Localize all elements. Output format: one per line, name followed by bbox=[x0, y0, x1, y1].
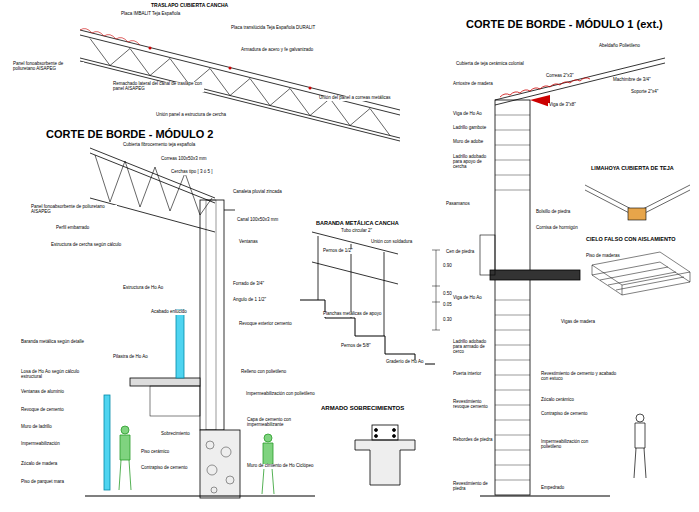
module-2-section bbox=[85, 148, 315, 498]
part-label: Canaleta pluvial zincada bbox=[232, 190, 283, 195]
part-label: Ladrillo gambote bbox=[452, 126, 487, 131]
valley-detail bbox=[585, 185, 690, 220]
part-label: Cubierta fibrocemento teja española bbox=[122, 143, 196, 148]
railing-detail bbox=[300, 232, 440, 364]
part-label: Panel fonoabsorbente de poliuretano AISA… bbox=[30, 205, 117, 215]
part-label: Revestimiento revoque cemento bbox=[452, 400, 494, 410]
part-label: Pilastra de Ho Ao bbox=[112, 355, 149, 360]
section-title: CORTE DE BORDE - MÓDULO 1 (ext.) bbox=[465, 18, 664, 30]
part-label: Panel fonoabsorbente de poliuretano AISA… bbox=[12, 62, 84, 72]
section-title: TRASLAPO CUBIERTA CANCHA bbox=[150, 3, 229, 9]
part-label: Viga de Ho Ao bbox=[452, 296, 483, 301]
part-label: Zócalo cerámico bbox=[540, 398, 575, 403]
part-label: Soporte 2"x4" bbox=[630, 90, 659, 95]
part-label: Abeldaño Polietileno bbox=[598, 44, 641, 49]
part-label: Revestimiento de piedra bbox=[452, 482, 494, 492]
part-label: Zócalo de madera bbox=[20, 462, 58, 467]
part-label: Machimbre de 3/4" bbox=[612, 78, 652, 83]
foundation-reinforcement-detail bbox=[355, 425, 415, 485]
part-label: Revoque de cemento bbox=[20, 408, 65, 413]
part-label: Impermeabilización bbox=[20, 442, 61, 447]
part-label: Pernos de 5/8" bbox=[340, 344, 372, 349]
section-title: LIMAHOYA CUBIERTA DE TEJA bbox=[590, 165, 675, 171]
part-label: Unión panel a estructura de cercha bbox=[155, 113, 227, 118]
part-label: 0.05 bbox=[442, 303, 453, 308]
part-label: Viga de 3"x8" bbox=[548, 103, 577, 108]
part-label: Correas 2"x3" bbox=[545, 74, 575, 79]
module-1-section bbox=[480, 58, 665, 496]
part-label: Vigas de madera bbox=[560, 320, 596, 325]
part-label: Remachado lateral del canal de traslape … bbox=[112, 82, 204, 92]
part-label: Estructura de Ho Ao bbox=[122, 286, 164, 291]
part-label: Ventanas de aluminio bbox=[20, 390, 65, 395]
part-label: Piso cerámico bbox=[140, 450, 170, 455]
part-label: Forrado de 3/4" bbox=[232, 282, 265, 287]
part-label: Relleno con polietileno bbox=[240, 370, 287, 375]
part-label: 0.30 bbox=[442, 318, 453, 323]
part-label: Bolsillo de piedra bbox=[535, 210, 571, 215]
part-label: Canal 100x50x3 mm bbox=[236, 218, 279, 223]
part-label: Losa de Ho Ao según cálculo estructural bbox=[20, 370, 102, 380]
part-label: Rebordes de piedra bbox=[452, 438, 494, 443]
part-label: Sobrecimiento bbox=[160, 432, 191, 437]
part-label: Graderío de Ho Ao bbox=[385, 360, 425, 365]
part-label: Ventanas bbox=[238, 240, 259, 245]
part-label: Viga de Ho Ao bbox=[452, 112, 483, 117]
person-figure bbox=[634, 414, 646, 478]
part-label: Cornisa de hormigón bbox=[535, 226, 579, 231]
part-label: Muro de adobe bbox=[452, 140, 484, 145]
part-label: Perfil embarrado bbox=[55, 226, 90, 231]
part-label: Correas 100x50x3 mm bbox=[160, 157, 208, 162]
part-label: 0.90 bbox=[442, 264, 453, 269]
part-label: Cen de piedra bbox=[445, 250, 475, 255]
part-label: Muro de ladrillo bbox=[20, 425, 53, 430]
part-label: Unión con soldadura bbox=[370, 240, 413, 245]
part-label: Puerta interior bbox=[452, 372, 482, 377]
section-title: CORTE DE BORDE - MÓDULO 2 bbox=[45, 128, 214, 140]
roof-overlap-detail bbox=[80, 29, 400, 141]
part-label: Muro de cimiento de Ho Ciclópeo bbox=[246, 464, 315, 469]
part-label: Arriostre de madera bbox=[452, 82, 494, 87]
part-label: Impermeabilización con polietileno bbox=[245, 392, 316, 397]
part-label: Baranda metálica según detalle bbox=[20, 340, 85, 345]
part-label: Revestimiento de cemento y acabado con e… bbox=[540, 372, 622, 382]
section-title: ARMADO SOBRECIMIENTOS bbox=[320, 405, 405, 412]
section-title: CIELO FALSO CON AISLAMIENTO bbox=[585, 236, 677, 242]
part-label: Cerchas tipo [ 3 ó 5 ] bbox=[170, 170, 214, 175]
part-label: Piso de parquet mara bbox=[20, 480, 65, 485]
part-label: Ladrillo adobado para apoyo de cercha bbox=[452, 155, 494, 170]
part-label: Pasamanos bbox=[445, 202, 471, 207]
part-label: Revoque exterior cemento bbox=[238, 322, 293, 327]
part-label: Acabado enlucido bbox=[150, 310, 188, 315]
person-figure bbox=[119, 426, 274, 494]
part-label: Contrapiso de cemento bbox=[540, 412, 589, 417]
part-label: Unión del panel a correas metálicas bbox=[318, 96, 392, 101]
part-label: Angulo de 1 1/2" bbox=[232, 298, 267, 303]
part-label: Tubo circular 2" bbox=[340, 229, 373, 234]
part-label: Placa IMBALIT Teja Española bbox=[120, 12, 181, 17]
part-label: Armadura de acero y fe galvanizado bbox=[240, 48, 314, 53]
part-label: Placa translúcida Teja Española DURALIT bbox=[230, 26, 316, 31]
part-label: Planchas metálicas de apoyo bbox=[322, 312, 383, 317]
part-label: Contrapiso de cemento bbox=[140, 466, 189, 471]
part-label: Cubierta de teja cerámica colonial bbox=[455, 62, 525, 67]
part-label: Pernos de 1/2" bbox=[322, 249, 354, 254]
part-label: Capa de cemento con impermeabilizante bbox=[246, 418, 318, 428]
section-title: BARANDA METÁLICA CANCHA bbox=[315, 220, 400, 226]
part-label: Empedrado bbox=[540, 486, 565, 491]
part-label: Impermeabilización con polietileno bbox=[540, 440, 602, 450]
part-label: Ladrillo adobado para armado de cerco bbox=[452, 340, 494, 355]
part-label: Piso de maderas bbox=[585, 254, 621, 259]
part-label: Estructura de cercha según cálculo bbox=[50, 243, 122, 248]
